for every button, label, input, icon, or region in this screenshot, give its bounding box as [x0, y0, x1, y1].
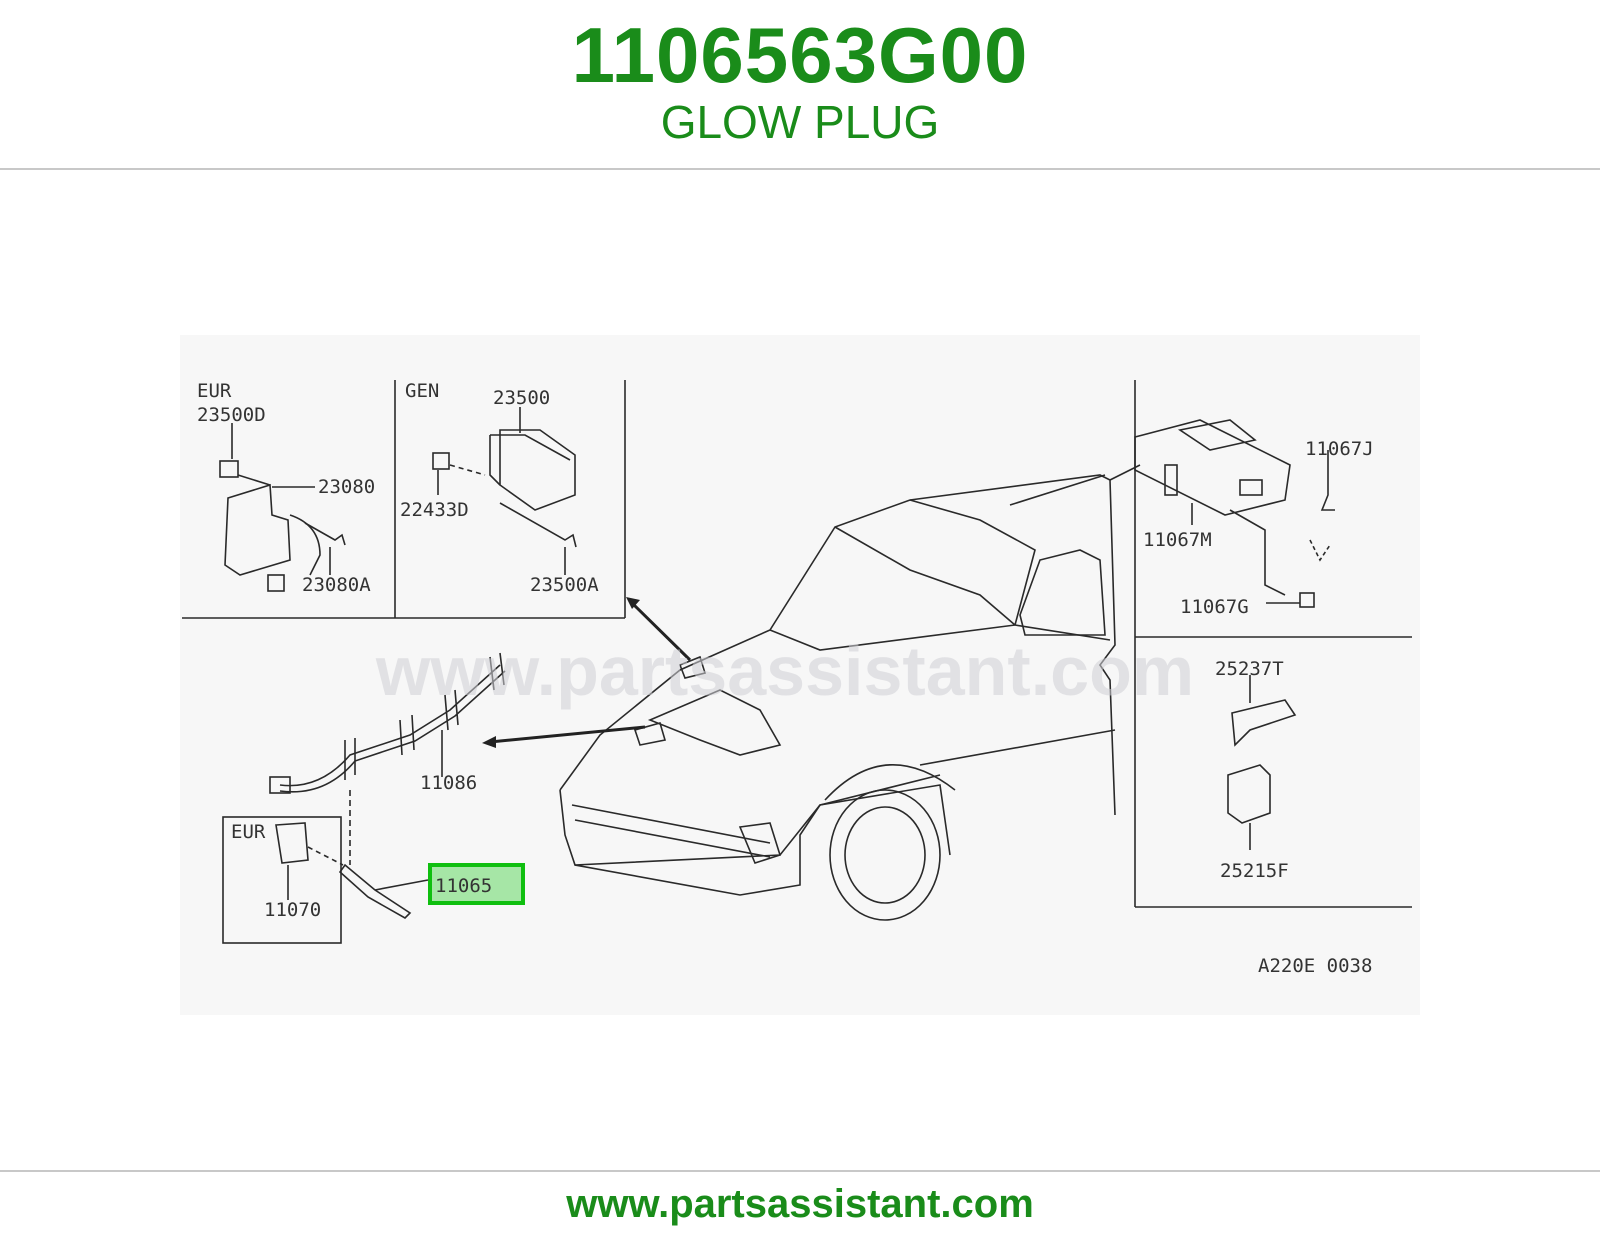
- header-divider: [0, 168, 1600, 170]
- eur-top-parts: [219, 423, 346, 592]
- part-label-11070[interactable]: 11070: [264, 899, 321, 921]
- part-label-11067j[interactable]: 11067J: [1305, 438, 1374, 460]
- relay-parts: [1227, 675, 1297, 850]
- callout-arrows: [482, 597, 692, 748]
- diagram-code: A220E 0038: [1258, 955, 1372, 977]
- part-label-11065[interactable]: 11065: [435, 875, 492, 897]
- part-label-23500d[interactable]: 23500D: [197, 404, 266, 426]
- gen-parts: [432, 407, 577, 575]
- wiring-harness: [269, 652, 506, 794]
- parts-diagram-svg: www.partsassistant.com EUR GEN EUR 23500…: [180, 335, 1420, 1015]
- part-label-23500[interactable]: 23500: [493, 387, 550, 409]
- part-label-11067g[interactable]: 11067G: [1180, 596, 1249, 618]
- part-label-11067m[interactable]: 11067M: [1143, 529, 1212, 551]
- part-label-11086[interactable]: 11086: [420, 772, 477, 794]
- part-label-25237t[interactable]: 25237T: [1215, 658, 1284, 680]
- region-label-eur-bottom: EUR: [231, 821, 266, 843]
- diagram-background: [180, 335, 1420, 1015]
- watermark-text: www.partsassistant.com: [375, 632, 1194, 710]
- part-label-23080a[interactable]: 23080A: [302, 574, 371, 596]
- footer-divider: [0, 1170, 1600, 1172]
- part-label-25215f[interactable]: 25215F: [1220, 860, 1289, 882]
- header: 1106563G00 GLOW PLUG: [0, 0, 1600, 168]
- region-label-eur-top: EUR: [197, 380, 232, 402]
- part-name: GLOW PLUG: [660, 96, 940, 148]
- glow-plug-illustration: [275, 790, 429, 919]
- control-unit-parts: [1134, 419, 1335, 608]
- part-label-23080[interactable]: 23080: [318, 476, 375, 498]
- selected-part-highlight[interactable]: [428, 863, 525, 905]
- part-number: 1106563G00: [571, 11, 1029, 99]
- part-label-22433d[interactable]: 22433D: [400, 499, 469, 521]
- part-label-23500a[interactable]: 23500A: [530, 574, 599, 596]
- region-label-gen: GEN: [405, 380, 439, 402]
- footer-url-link[interactable]: www.partsassistant.com: [566, 1182, 1034, 1226]
- truck-illustration: [559, 464, 1141, 921]
- parts-diagram: www.partsassistant.com EUR GEN EUR 23500…: [180, 335, 1420, 1015]
